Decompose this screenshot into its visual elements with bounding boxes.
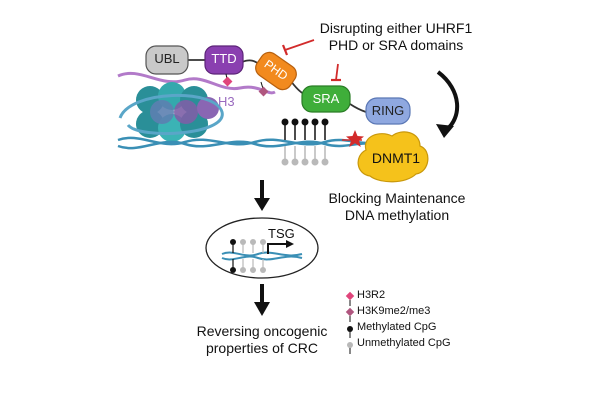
legend-label-unmethylated-cpg: Unmethylated CpG (357, 337, 451, 349)
legend-label-h3r2: H3R2 (357, 289, 386, 301)
legend-label-methylated-cpg: Methylated CpG (357, 321, 437, 333)
reversing-line2: properties of CRC (205, 340, 319, 356)
legend-item-methylated-cpg: Methylated CpG (357, 321, 436, 333)
h3-label: H3 (218, 94, 235, 109)
dnmt1-blob (357, 131, 429, 183)
sra-label: SRA (312, 91, 340, 106)
down-arrow-1 (254, 180, 270, 211)
ubl-label: UBL (154, 51, 180, 66)
tsg-ellipse (205, 217, 319, 279)
nucleosome-dna (118, 94, 224, 135)
ring-domain (365, 97, 411, 125)
ttd-label: TTD (211, 51, 237, 66)
disrupt-line1: Disrupting either UHRF1 (319, 20, 473, 36)
blocking-line2: DNA methylation (344, 207, 450, 223)
block-star-icon (346, 130, 364, 147)
tsg-transcription-arrow-icon (267, 240, 294, 254)
inhibition-phd-line (281, 39, 315, 56)
ring-label: RING (371, 103, 405, 118)
legend-h3r2-icon (345, 291, 355, 306)
nucleosome (136, 82, 219, 142)
tsg-dna (221, 251, 303, 261)
legend-item-unmethylated-cpg: Unmethylated CpG (357, 337, 451, 349)
inhibition-sra-line (331, 63, 341, 82)
ttd-domain (204, 45, 244, 75)
h3r2-mark (222, 73, 233, 87)
sra-domain (301, 85, 351, 113)
phd-domain (255, 51, 297, 91)
tsg-label: TSG (268, 226, 295, 241)
ubl-domain (145, 45, 189, 75)
legend-unmethylated-cpg-icon (347, 342, 353, 354)
disrupt-line2: PHD or SRA domains (328, 37, 464, 53)
legend-h3k9me-icon (345, 307, 355, 322)
legend-methylated-cpg-icon (347, 326, 353, 338)
curved-arrow-right (436, 70, 460, 138)
legend-item-h3k9me: H3K9me2/me3 (357, 305, 430, 317)
legend-item-h3r2: H3R2 (357, 289, 385, 301)
dnmt1-label: DNMT1 (371, 150, 421, 166)
legend-label-h3k9me: H3K9me2/me3 (357, 305, 431, 317)
tsg-cpg (230, 239, 266, 273)
down-arrow-2 (254, 284, 270, 316)
blocking-line1: Blocking Maintenance (328, 190, 466, 206)
reversing-line1: Reversing oncogenic (196, 323, 328, 339)
dna-helix (117, 136, 376, 150)
unmethylated-cpg-group (281, 146, 329, 166)
methylated-cpg-group (281, 118, 329, 140)
